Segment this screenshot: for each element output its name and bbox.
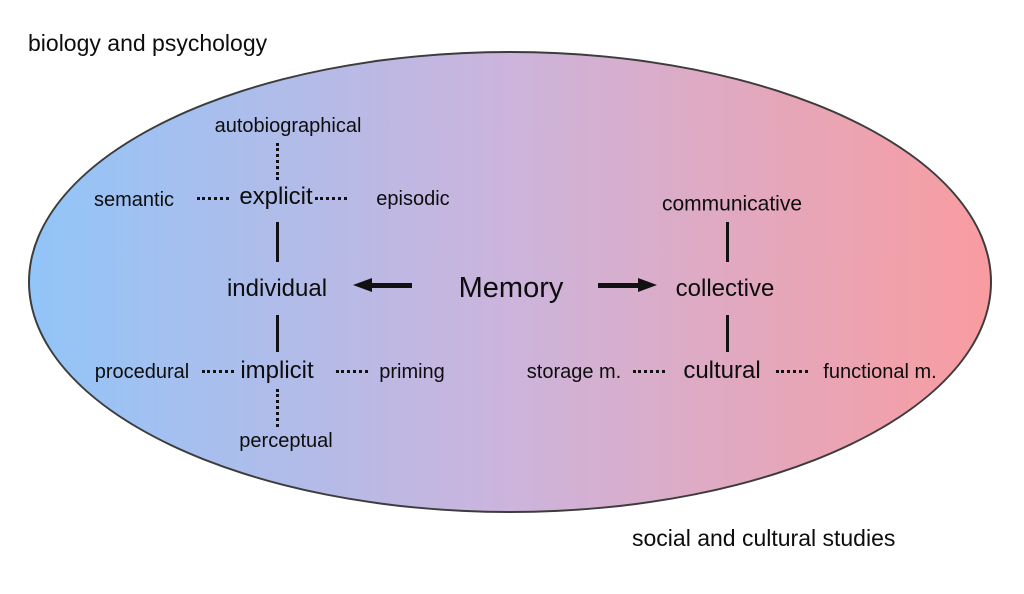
arrow-right-head-icon xyxy=(638,278,657,292)
arrow-left-head-icon xyxy=(353,278,372,292)
node-communicative: communicative xyxy=(661,192,803,216)
dotted-line-explicit-episodic xyxy=(315,197,347,200)
node-cultural: cultural xyxy=(683,356,761,384)
arrow-memory-to-individual xyxy=(353,278,412,292)
dotted-line-cultural-functional xyxy=(776,370,808,373)
node-explicit: explicit xyxy=(239,182,313,210)
dotted-line-autobiographical-explicit xyxy=(275,143,279,180)
node-priming: priming xyxy=(379,361,445,383)
node-individual: individual xyxy=(226,274,328,302)
dotted-line-implicit-priming xyxy=(336,370,368,373)
dotted-line-semantic-explicit xyxy=(197,197,229,200)
node-procedural: procedural xyxy=(94,361,190,383)
node-collective: collective xyxy=(675,274,775,302)
arrow-left-shaft xyxy=(368,282,412,288)
line-explicit-individual xyxy=(275,222,279,262)
arrow-right-shaft xyxy=(598,282,638,288)
line-collective-cultural xyxy=(725,315,729,352)
arrow-memory-to-collective xyxy=(598,278,657,292)
node-semantic: semantic xyxy=(93,189,175,211)
node-perceptual: perceptual xyxy=(239,430,333,452)
dotted-line-storage-cultural xyxy=(633,370,665,373)
node-memory: Memory xyxy=(458,272,564,305)
node-functional-memory: functional m. xyxy=(823,361,937,383)
node-storage-memory: storage m. xyxy=(526,361,622,383)
line-individual-implicit xyxy=(275,315,279,352)
node-episodic: episodic xyxy=(376,188,450,210)
gradient-ellipse xyxy=(28,51,992,513)
line-communicative-collective xyxy=(725,222,729,262)
label-social-cultural-studies: social and cultural studies xyxy=(632,525,896,551)
node-implicit: implicit xyxy=(240,356,314,384)
dotted-line-procedural-implicit xyxy=(202,370,234,373)
node-autobiographical: autobiographical xyxy=(214,115,362,137)
dotted-line-implicit-perceptual xyxy=(275,389,279,427)
label-biology-psychology: biology and psychology xyxy=(28,30,268,56)
